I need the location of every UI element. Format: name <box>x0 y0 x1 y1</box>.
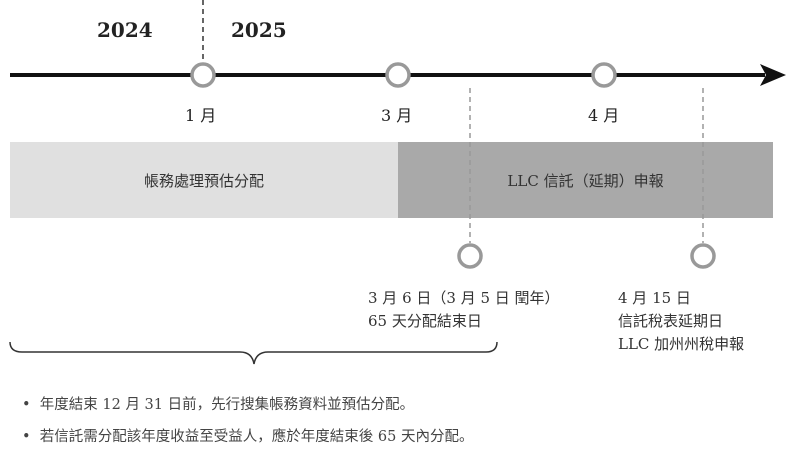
note-text: 若信託需分配該年度收益至受益人，應於年度結束後 65 天內分配。 <box>39 429 474 445</box>
circle-april15 <box>690 243 716 269</box>
filing-bar: LLC 信託（延期）申報 <box>398 142 773 218</box>
circle-apr <box>591 62 617 88</box>
milestone-april15: 4 月 15 日 信託稅表延期日 LLC 加州州稅申報 <box>618 287 744 356</box>
month-jan: 1 月 <box>185 106 217 125</box>
bookkeeping-label: 帳務處理預估分配 <box>143 171 264 190</box>
filing-label: LLC 信託（延期）申報 <box>507 171 664 190</box>
milestone-date: 4 月 15 日 <box>618 289 691 307</box>
milestone-desc: 信託稅表延期日 <box>618 312 724 330</box>
milestone-desc: 65 天分配結束日 <box>368 312 482 330</box>
circle-mar <box>385 62 411 88</box>
milestone-date: 3 月 6 日（3 月 5 日 閏年） <box>368 289 560 307</box>
note-item: • 年度結束 12 月 31 日前，先行搜集帳務資料並預估分配。 <box>22 397 415 413</box>
arrow-head-icon <box>760 64 786 86</box>
note-text: 年度結束 12 月 31 日前，先行搜集帳務資料並預估分配。 <box>39 397 415 413</box>
month-mar: 3 月 <box>381 106 413 125</box>
circle-march6 <box>457 243 483 269</box>
brace <box>9 341 498 365</box>
year-2025: 2025 <box>231 18 287 42</box>
milestone-desc: LLC 加州州稅申報 <box>618 335 745 353</box>
note-item: • 若信託需分配該年度收益至受益人，應於年度結束後 65 天內分配。 <box>22 429 474 445</box>
circle-jan <box>190 62 216 88</box>
milestone-march6: 3 月 6 日（3 月 5 日 閏年） 65 天分配結束日 <box>368 287 560 333</box>
bookkeeping-bar: 帳務處理預估分配 <box>10 142 398 218</box>
month-apr: 4 月 <box>588 106 620 125</box>
year-2024: 2024 <box>97 18 153 42</box>
